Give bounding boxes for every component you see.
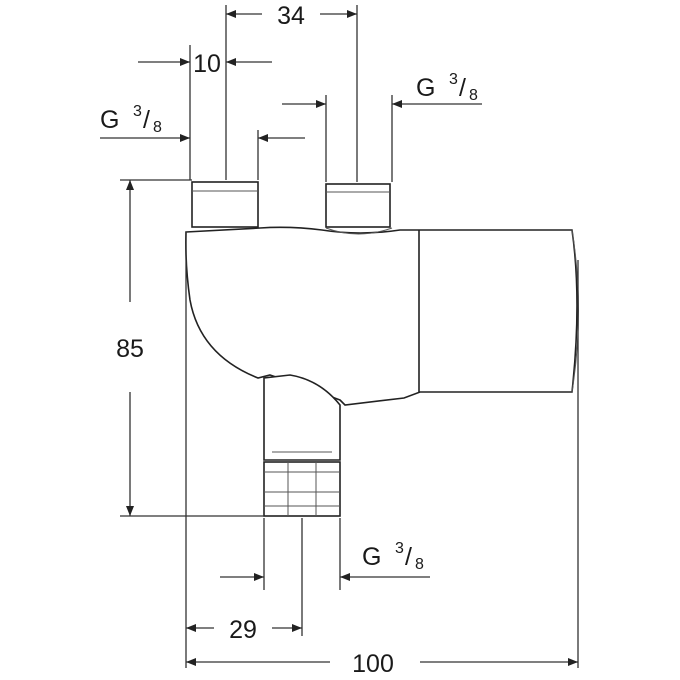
svg-text:8: 8 bbox=[469, 87, 478, 104]
outlet-hex-nut bbox=[263, 461, 341, 517]
dimension-29-label: 29 bbox=[229, 616, 257, 644]
thread-label-bottom: G 3 / 8 bbox=[362, 540, 424, 573]
svg-text:3: 3 bbox=[449, 71, 458, 88]
svg-text:8: 8 bbox=[415, 556, 424, 573]
outlet-neck bbox=[263, 374, 341, 461]
main-housing bbox=[185, 226, 578, 406]
dimension-100-label: 100 bbox=[352, 650, 394, 678]
svg-text:/: / bbox=[143, 106, 150, 134]
thread-label-left: G 3 / 8 bbox=[100, 103, 162, 136]
svg-text:8: 8 bbox=[153, 119, 162, 136]
svg-text:3: 3 bbox=[395, 540, 404, 557]
valve-body bbox=[185, 181, 579, 517]
svg-text:G: G bbox=[416, 74, 435, 102]
left-inlet-connection bbox=[191, 181, 259, 228]
svg-text:/: / bbox=[405, 543, 412, 571]
svg-text:G: G bbox=[100, 106, 119, 134]
dimension-85-label: 85 bbox=[116, 335, 144, 363]
svg-text:G: G bbox=[362, 543, 381, 571]
svg-text:/: / bbox=[459, 74, 466, 102]
svg-text:3: 3 bbox=[133, 103, 142, 120]
right-inlet-connection bbox=[325, 183, 391, 228]
dimension-10-label: 10 bbox=[193, 50, 221, 78]
dimension-34-label: 34 bbox=[277, 2, 305, 30]
dimension-lines bbox=[100, 5, 579, 668]
thread-label-right: G 3 / 8 bbox=[416, 71, 478, 104]
